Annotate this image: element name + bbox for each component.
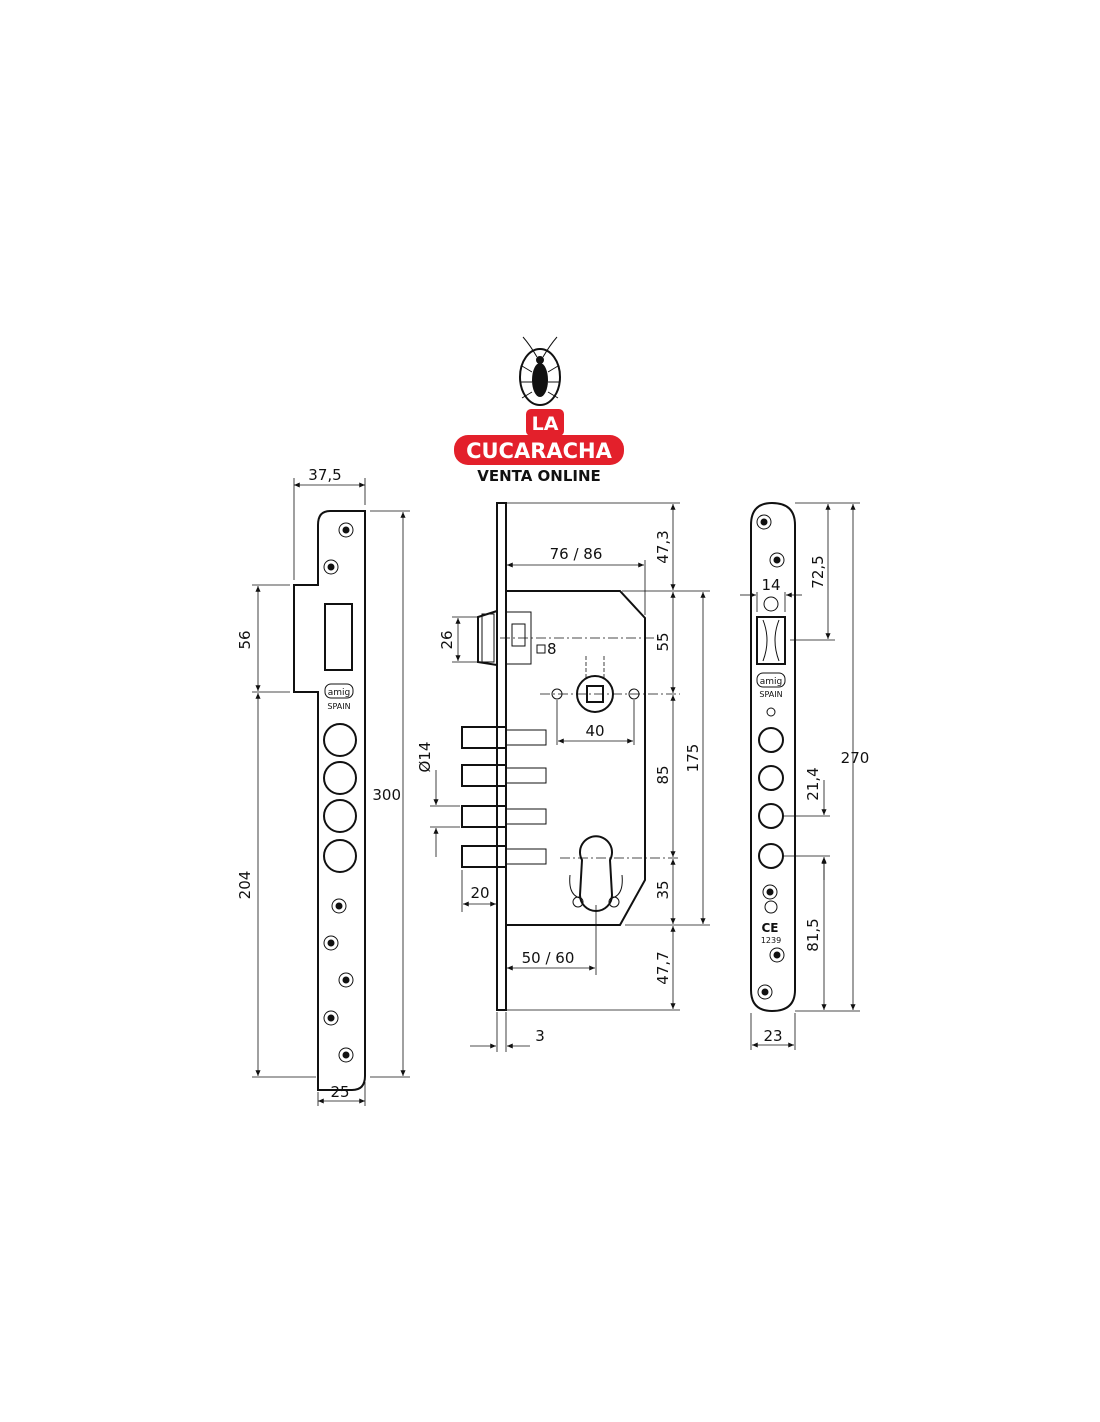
dim-faceplate-total: 270 xyxy=(841,749,870,767)
dim-total: 175 xyxy=(684,744,702,773)
bolt-hole xyxy=(758,803,784,829)
deadbolt xyxy=(461,764,547,787)
faceplate-dimensions: 270 72,5 14 21,4 81,5 23 xyxy=(740,502,870,1050)
logo-tag-la xyxy=(526,409,564,436)
faceplate-latch-window xyxy=(756,596,786,665)
spindle-hub xyxy=(551,656,640,713)
screw-hole xyxy=(323,935,339,951)
deadbolt xyxy=(461,845,547,868)
bolt-hole xyxy=(323,839,357,873)
latch-square xyxy=(536,644,546,654)
strike-bolt-holes xyxy=(323,723,357,873)
dim-center: 85 xyxy=(654,765,672,784)
dim-strike-lower: 204 xyxy=(236,871,254,900)
logo-line-venta: VENTA ONLINE xyxy=(477,467,601,485)
faceplate-brand-badge: amig SPAIN xyxy=(756,672,786,699)
screw-hole xyxy=(323,1010,339,1026)
cockroach-icon xyxy=(519,336,561,406)
dim-bottom-offset: 47,7 xyxy=(654,951,672,984)
dim-strike-height: 300 xyxy=(372,786,401,804)
screw-hole xyxy=(338,972,354,988)
faceplate-badge-country: SPAIN xyxy=(759,690,782,699)
logo-line-cucaracha: CUCARACHA xyxy=(466,439,613,463)
logo-line-la: LA xyxy=(532,413,559,435)
strike-badge-country: SPAIN xyxy=(327,702,350,711)
dim-top-to-latch: 72,5 xyxy=(809,555,827,588)
dim-strike-top-width: 37,5 xyxy=(308,466,341,484)
deadbolt xyxy=(461,805,547,828)
screw-hole xyxy=(756,514,772,530)
dim-strike-bottom-width: 25 xyxy=(330,1083,349,1101)
dim-faceplate: 3 xyxy=(535,1027,545,1045)
lock-dimensions: 76 / 86 47,3 26 55 40 Ø14 85 175 35 xyxy=(416,502,710,1052)
strike-plate: amig SPAIN 37,5 56 300 204 25 xyxy=(236,466,410,1106)
dim-bolt-pitch: 21,4 xyxy=(804,767,822,800)
dim-faceplate-width: 23 xyxy=(763,1027,782,1045)
dim-latch: 26 xyxy=(438,630,456,649)
dim-latch-spacing: 55 xyxy=(654,632,672,651)
svg-text:CE: CE xyxy=(761,921,778,935)
dim-square: 8 xyxy=(547,640,557,658)
bolt-hole xyxy=(758,727,784,753)
screw-hole xyxy=(762,884,778,900)
svg-text:amig: amig xyxy=(760,677,783,687)
lock-faceplate-front: amig SPAIN CE 1239 270 72,5 14 xyxy=(740,501,870,1050)
dim-latch-width: 14 xyxy=(761,576,780,594)
bolt-hole xyxy=(323,723,357,757)
brand-logo: LA CUCARACHA VENTA ONLINE xyxy=(454,336,624,485)
strike-latch-slot xyxy=(324,603,353,671)
logo-banner xyxy=(454,435,624,465)
dim-backset: 76 / 86 xyxy=(550,545,603,563)
dim-faceplate-bottom: 81,5 xyxy=(804,918,822,951)
ce-mark: CE 1239 xyxy=(761,921,781,945)
deadbolt xyxy=(461,726,547,749)
dim-cylinder: 35 xyxy=(654,880,672,899)
strike-screw-holes xyxy=(323,522,354,1063)
faceplate-screw-holes xyxy=(756,514,785,1000)
strike-brand-badge: amig SPAIN xyxy=(324,683,354,711)
dim-top-offset: 47,3 xyxy=(654,530,672,563)
bolt-hole xyxy=(758,765,784,791)
ce-number: 1239 xyxy=(761,936,781,945)
screw-hole xyxy=(331,898,347,914)
lock-faceplate xyxy=(496,502,507,1011)
dim-spindle-spacing: 40 xyxy=(585,722,604,740)
screw-hole xyxy=(757,984,773,1000)
strike-dimensions: 37,5 56 300 204 25 xyxy=(236,466,410,1106)
screw-hole xyxy=(769,947,785,963)
dim-strike-cutout: 56 xyxy=(236,630,254,649)
screw-hole xyxy=(323,559,339,575)
lock-body: 8 xyxy=(416,502,710,1052)
cylinder-hole xyxy=(569,835,623,912)
dim-bolt-throw: 20 xyxy=(470,884,489,902)
screw-hole xyxy=(338,1047,354,1063)
bolt-hole xyxy=(758,843,784,869)
bolt-hole xyxy=(323,761,357,795)
lock-case xyxy=(506,590,646,926)
screw-hole xyxy=(338,522,354,538)
bolt-hole xyxy=(323,799,357,833)
dim-bolt-diameter: Ø14 xyxy=(416,742,434,773)
svg-text:amig: amig xyxy=(328,688,351,698)
screw-hole xyxy=(769,552,785,568)
faceplate-bolt-holes xyxy=(758,727,784,869)
dim-cylinder-backset: 50 / 60 xyxy=(522,949,575,967)
deadbolts xyxy=(461,726,547,868)
